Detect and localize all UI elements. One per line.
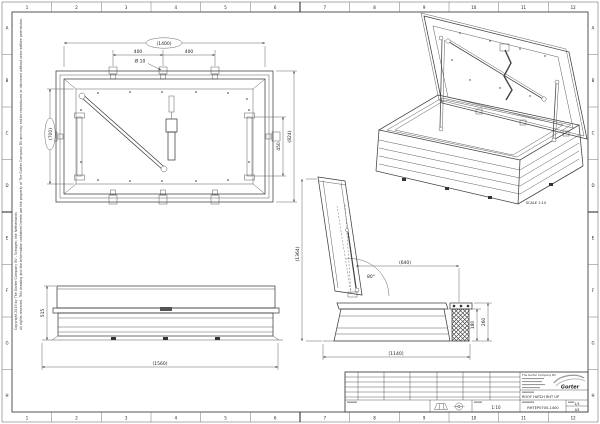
dim-hinge-left: 400	[134, 49, 143, 55]
hinge	[108, 66, 220, 205]
open-side-view: 80° (640) [1140]	[294, 176, 492, 360]
grid-row-label: A	[6, 26, 9, 31]
dim-plan-width: (1400)	[157, 41, 172, 47]
open-view-dimensions: (640) [1140] (1364) 180 260	[294, 178, 492, 360]
iso-scale-note: SCALE 1:10	[526, 201, 546, 205]
closed-side-view: (1560) 515	[39, 285, 283, 370]
grid-labels: 1 2 3 4 5 6 7 8 9 10 11 12 1 2 3 4 5 6 7…	[5, 5, 594, 421]
grid-col-label: 6	[274, 416, 277, 421]
grid-col-label: 5	[224, 5, 227, 10]
gorter-logo: Gorter	[553, 374, 586, 391]
grid-row-label: G	[591, 341, 594, 346]
latch-handle	[48, 131, 281, 142]
grid-col-label: 3	[125, 5, 128, 10]
grid-row-label: C	[592, 131, 595, 136]
view-symbol-icon	[453, 402, 465, 411]
copyright-line-2: All rights reserved. This drawing and th…	[18, 18, 23, 330]
grid-col-label: 11	[521, 5, 527, 10]
grid-row-label: F	[6, 288, 9, 293]
grid-col-label: 9	[423, 5, 426, 10]
screw-dots	[80, 91, 250, 182]
grid-col-label: 4	[175, 5, 178, 10]
grid-row-label: A	[592, 26, 595, 31]
grid-col-label: 6	[274, 5, 277, 10]
dim-open-base: [1140]	[389, 351, 404, 357]
company-name: The Gorter Company BV	[521, 373, 556, 377]
dim-open-clear: (640)	[399, 260, 411, 266]
dim-curb-outer: 260	[481, 318, 487, 327]
grid-col-label: 10	[471, 416, 477, 421]
projection-symbol-icon	[434, 403, 448, 410]
grid-row-label: B	[6, 78, 9, 83]
title-block: The Gorter Company BV Gorter ROOF HATCH …	[344, 371, 589, 413]
grid-col-label: 8	[373, 416, 376, 421]
dim-hinge-right: 400	[185, 49, 194, 55]
hatch-handle	[160, 307, 172, 311]
grid-row-label: E	[6, 236, 9, 241]
grid-col-label: 10	[471, 5, 477, 10]
open-gas-spring	[345, 228, 360, 298]
dim-plan-height: (700)	[48, 128, 54, 140]
grid-row-label: G	[5, 341, 8, 346]
dim-open-height: (1364)	[295, 246, 301, 261]
dim-plan-outer: (824)	[287, 130, 293, 142]
grid-col-label: 7	[324, 5, 327, 10]
grid-col-label: 5	[224, 416, 227, 421]
grid-row-label: H	[591, 393, 594, 398]
drawing-title: ROOF HATCH RHT UP	[522, 395, 559, 399]
grid-row-label: D	[591, 183, 594, 188]
dim-open-angle: 80°	[367, 274, 375, 280]
grid-col-label: 9	[423, 416, 426, 421]
grid-col-label: 12	[571, 416, 577, 421]
grid-col-label: 2	[75, 5, 78, 10]
grid-col-label: 7	[324, 416, 327, 421]
iso-gas-springs	[438, 35, 560, 143]
grid-col-label: 11	[521, 416, 527, 421]
grid-col-label: 2	[75, 416, 78, 421]
paper-size: A3	[575, 408, 580, 412]
latch-bar	[74, 112, 255, 181]
plan-dimensions: (1400) 400 400 Ø 10 (700) 450	[44, 37, 297, 203]
insulation-section	[449, 302, 473, 342]
iso-diagonal-strut	[445, 38, 547, 102]
isometric-view: SCALE 1:10	[375, 12, 588, 205]
dim-plan-latch: 450	[276, 142, 282, 151]
grid-row-label: H	[5, 393, 8, 398]
grid-col-label: 1	[26, 416, 29, 421]
grid-row-label: E	[592, 236, 595, 241]
grid-col-label: 3	[125, 416, 128, 421]
dim-curb-inner: 180	[470, 321, 476, 330]
copyright-note: Copyright 2019 by The Gorter Company BV …	[14, 18, 23, 330]
grid-col-label: 4	[175, 416, 178, 421]
insulation-hatch-fill	[452, 309, 469, 341]
grid-row-label: F	[592, 288, 595, 293]
grid-col-label: 8	[373, 5, 376, 10]
scale-value: 1:10	[492, 405, 501, 410]
gas-spring	[165, 95, 178, 161]
drawing-number: RHTEP0700-1400	[527, 406, 559, 410]
dim-closed-height: 515	[40, 309, 46, 318]
grid-row-label: D	[5, 183, 8, 188]
grid-col-label: 1	[26, 5, 29, 10]
plan-view: (1400) 400 400 Ø 10 (700) 450	[44, 37, 297, 205]
logo-text: Gorter	[561, 385, 580, 391]
iso-latch-mechanism	[499, 43, 513, 101]
grid-row-label: B	[592, 78, 595, 83]
dim-closed-width: (1560)	[153, 361, 168, 367]
dim-hole: Ø 10	[135, 58, 146, 65]
grid-row-label: C	[6, 131, 9, 136]
closed-view-dimensions: (1560) 515	[39, 285, 279, 370]
sheet-number: 1/1	[574, 402, 580, 406]
grid-col-label: 12	[571, 5, 577, 10]
diagonal-strut	[78, 92, 168, 173]
